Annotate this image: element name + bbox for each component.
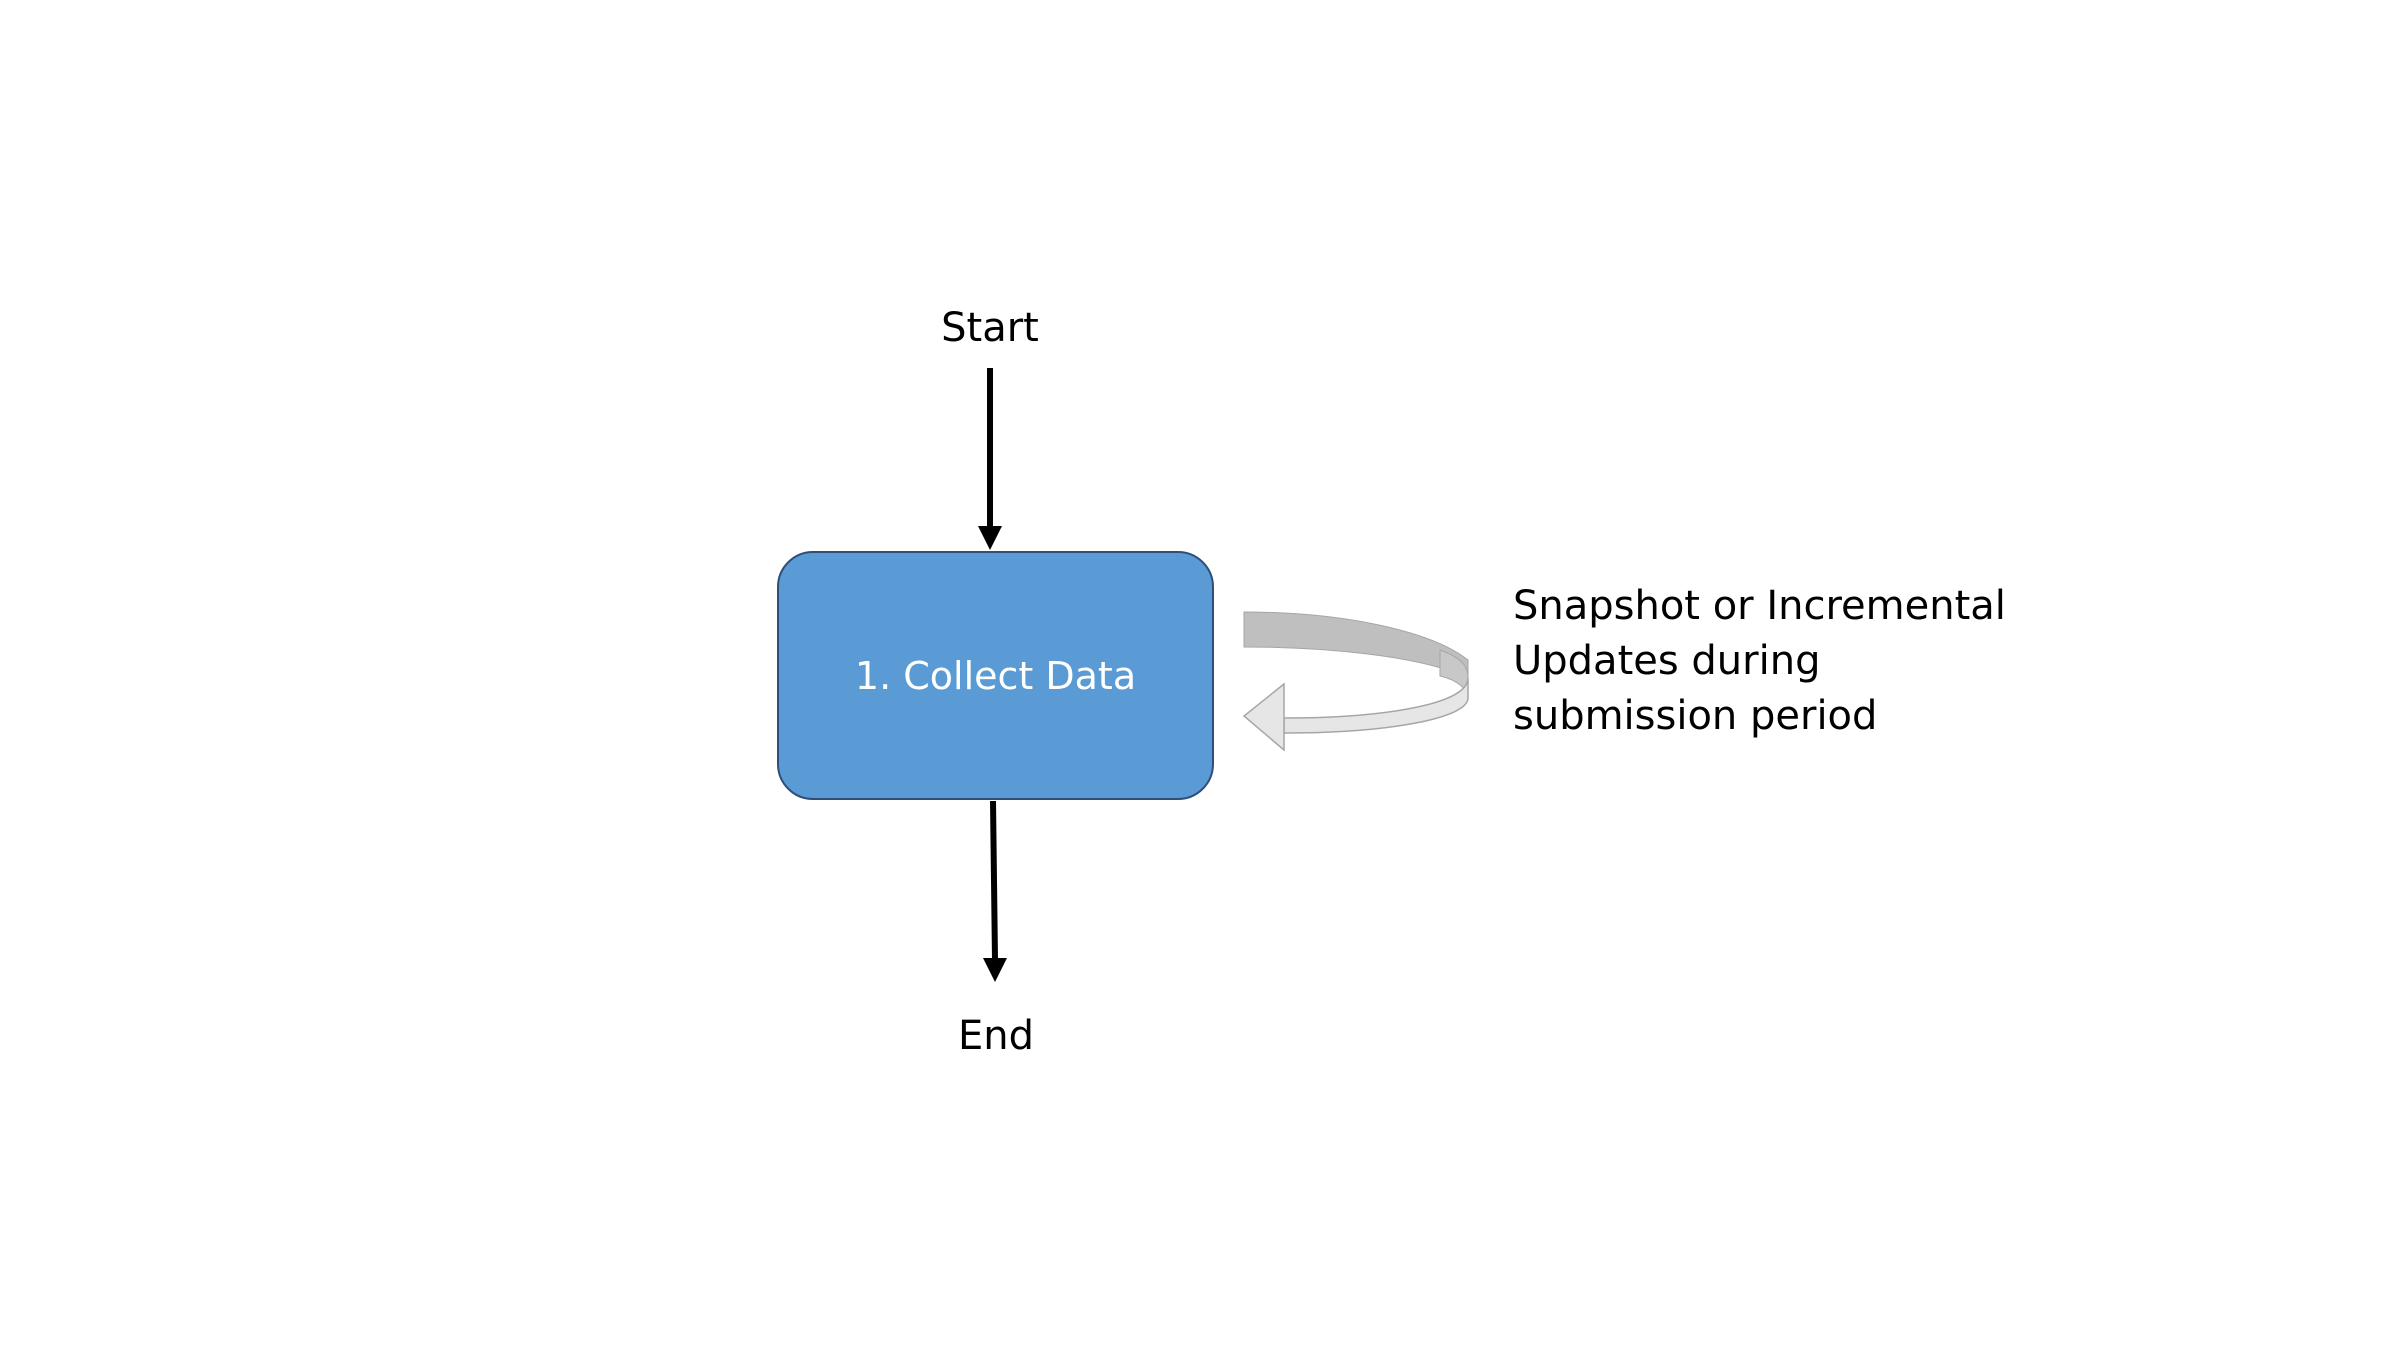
loop-arrow-back-band	[1243, 611, 1469, 679]
start-label: Start	[941, 305, 1039, 351]
end-label: End	[957, 1013, 1034, 1059]
loop-arrow-head	[1242, 682, 1285, 752]
loop-note-line-2: Updates during	[1513, 638, 1821, 684]
start-arrow-head	[978, 526, 1002, 550]
process-node-label: 1. Collect Data	[854, 653, 1137, 698]
process-to-end-arrow	[990, 800, 998, 961]
loop-note-line-3: submission period	[1513, 693, 1878, 739]
loop-note-line-1: Snapshot or Incremental	[1513, 583, 2006, 629]
end-arrow-head	[983, 958, 1007, 982]
process-node-collect-data[interactable]: 1. Collect Data	[777, 551, 1214, 800]
loop-arrow-icon	[1242, 611, 1469, 752]
loop-note: Snapshot or Incremental Updates during s…	[1513, 579, 2033, 744]
loop-arrow-front-band	[1283, 677, 1469, 734]
